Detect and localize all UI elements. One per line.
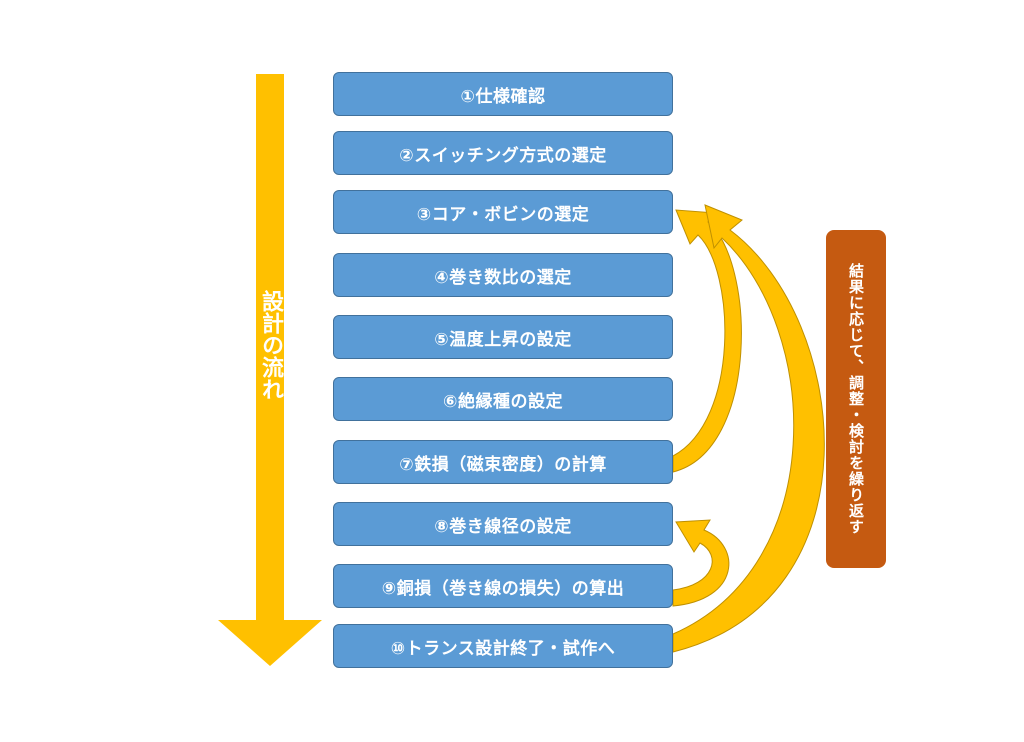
loop-arrow-10-to-3 [672,204,825,653]
step-7-iron-loss: ⑦鉄損（磁束密度）の計算 [333,440,673,484]
step-9-copper-loss: ⑨銅損（巻き線の損失）の算出 [333,564,673,608]
step-10-design-complete: ⑩トランス設計終了・試作へ [333,624,673,668]
design-flow-label: 設計の流れ [258,290,283,400]
loop-arrow-9-to-8 [672,519,730,607]
step-5-temperature-rise: ⑤温度上昇の設定 [333,315,673,359]
step-1-spec-check: ①仕様確認 [333,72,673,116]
step-8-wire-diameter: ⑧巻き線径の設定 [333,502,673,546]
step-2-switching-method: ②スイッチング方式の選定 [333,131,673,175]
step-4-turns-ratio: ④巻き数比の選定 [333,253,673,297]
loop-arrow-7-to-3 [672,209,742,473]
step-3-core-bobbin: ③コア・ボビンの選定 [333,190,673,234]
iterate-note-box: 結果に応じて、調整・検討を繰り返す [826,230,886,568]
design-flow-arrow [218,74,322,666]
step-6-insulation-class: ⑥絶縁種の設定 [333,377,673,421]
iterate-note-text: 結果に応じて、調整・検討を繰り返す [847,263,865,535]
